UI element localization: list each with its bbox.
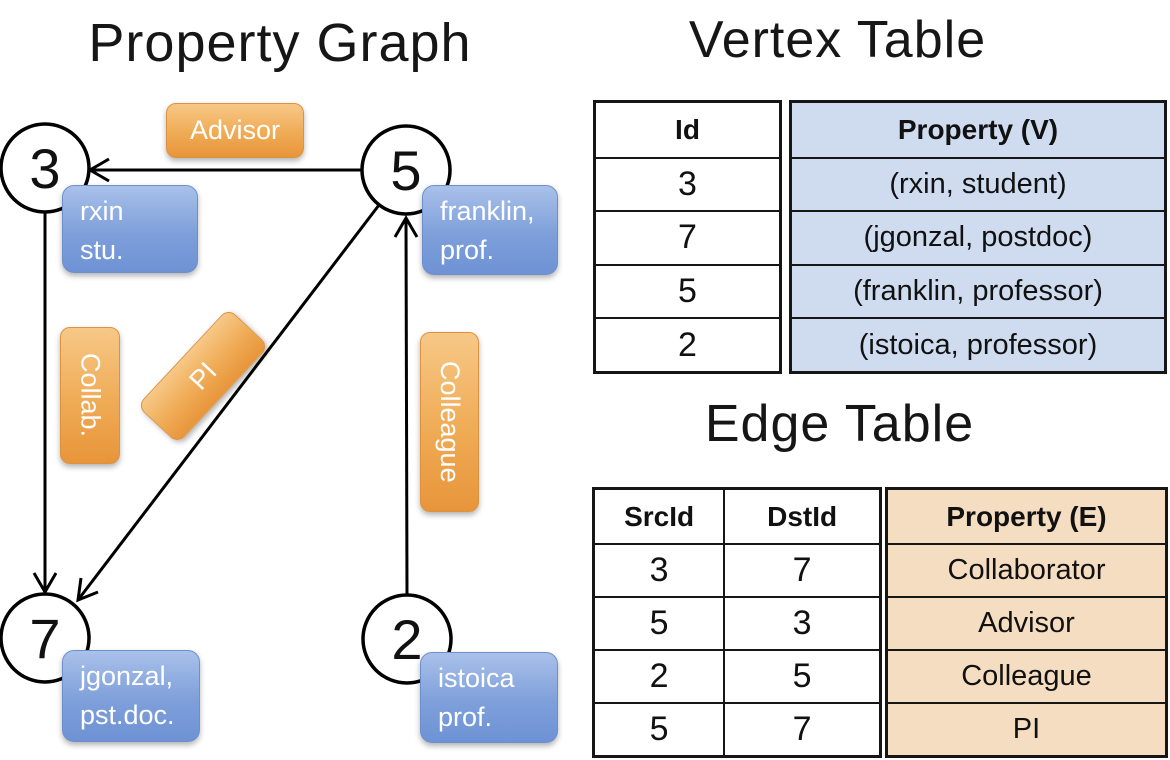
vertex-table-property-column: Property (V) (rxin, student) (jgonzal, p…	[789, 100, 1167, 374]
edge-table-cell-property: Colleague	[888, 649, 1165, 702]
arrowhead-icon	[393, 215, 419, 238]
vertex-table-cell-property: (rxin, student)	[792, 156, 1164, 211]
edge-table-cell-property: Collaborator	[888, 543, 1165, 596]
edge-table-cell-property: PI	[888, 702, 1165, 755]
edge-line-pi-5-to-7	[76, 204, 381, 601]
edge-label-text: Colleague	[435, 361, 465, 483]
vertex-table-cell-id: 7	[596, 210, 779, 264]
edge-table-header-srcid: SrcId	[595, 490, 726, 543]
node-id-label: 2	[391, 608, 422, 671]
vertex-property-box-2: istoica prof.	[420, 652, 558, 743]
vertex-table-cell-id: 2	[596, 317, 779, 371]
edge-table-cell-dstid: 7	[725, 543, 879, 596]
arrowhead-icon	[32, 572, 58, 595]
edge-table-cell-srcid: 5	[595, 702, 726, 755]
edge-line-colleague-2-to-5	[404, 217, 409, 596]
edge-table-header-dstid: DstId	[767, 500, 838, 532]
edge-table-cell-srcid: 3	[595, 543, 726, 596]
vertex-table-cell-property: (jgonzal, postdoc)	[792, 210, 1164, 264]
vertex-table-cell-property: (franklin, professor)	[792, 263, 1164, 318]
node-id-label: 5	[390, 139, 421, 202]
edge-label-colleague: Colleague	[420, 332, 479, 512]
property-graph-title: Property Graph	[88, 13, 472, 73]
vertex-table-header-id: Id	[675, 113, 700, 145]
edge-table-cell-property: Advisor	[888, 596, 1165, 649]
vertex-property-line: rxin	[80, 196, 124, 226]
vertex-table-header-property: Property (V)	[897, 113, 1059, 145]
node-id-label: 7	[29, 607, 60, 670]
edge-label-collab: Collab.	[60, 327, 120, 464]
vertex-property-line: prof.	[438, 702, 493, 732]
vertex-table-id-column: Id 3 7 5 2	[593, 100, 782, 374]
edge-label-text: PI	[182, 356, 223, 396]
edge-table-src-dst-columns: SrcId DstId 3 7 5 3 2 5 5 7	[592, 487, 882, 758]
vertex-table-title: Vertex Table	[688, 11, 987, 69]
vertex-property-line: pst.doc.	[80, 700, 175, 730]
node-id-label: 3	[29, 137, 60, 200]
edge-table-title: Edge Table	[704, 395, 975, 453]
edge-table-cell-srcid: 2	[595, 649, 726, 702]
vertex-property-box-5: franklin, prof.	[422, 185, 558, 275]
vertex-property-line: prof.	[440, 235, 495, 265]
vertex-property-box-3: rxin stu.	[62, 185, 198, 273]
edge-table-cell-dstid: 7	[725, 702, 879, 755]
vertex-property-line: istoica	[438, 663, 515, 693]
vertex-property-box-7: jgonzal, pst.doc.	[62, 650, 200, 742]
edge-table-header-property: Property (E)	[946, 500, 1107, 532]
edge-label-text: Advisor	[189, 115, 281, 145]
edge-table-property-column: Property (E) Collaborator Advisor Collea…	[885, 487, 1168, 758]
vertex-table-cell-id: 3	[596, 156, 779, 211]
vertex-property-line: franklin,	[440, 196, 535, 226]
vertex-property-line: stu.	[80, 235, 124, 265]
edge-table-cell-dstid: 3	[725, 596, 879, 649]
edge-label-text: Collab.	[75, 353, 106, 438]
vertex-property-line: jgonzal,	[80, 661, 174, 691]
arrowhead-icon	[76, 577, 99, 603]
edge-label-advisor: Advisor	[166, 103, 304, 158]
edge-table-cell-srcid: 5	[595, 596, 726, 649]
edge-table-cell-dstid: 5	[725, 649, 879, 702]
vertex-table-cell-property: (istoica, professor)	[792, 317, 1164, 371]
vertex-table-cell-id: 5	[596, 263, 779, 318]
